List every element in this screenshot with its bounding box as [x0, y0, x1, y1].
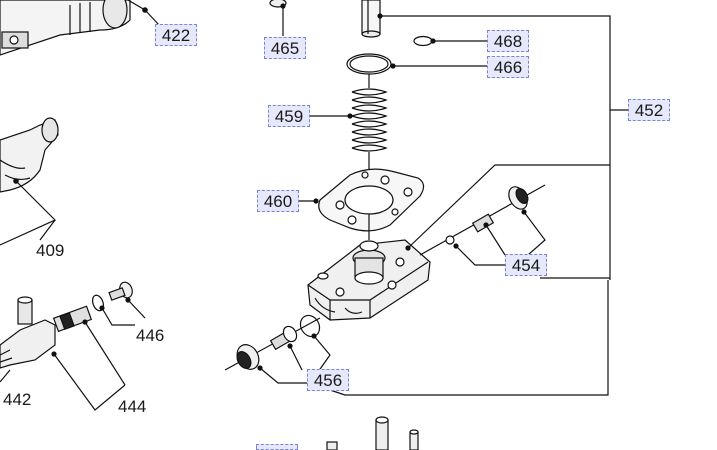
part-466-ring — [346, 53, 392, 75]
piston-rod — [361, 0, 381, 38]
part-454-spring — [471, 213, 495, 233]
callout-partial-bottom — [256, 444, 298, 450]
top-left-fitting — [0, 0, 131, 56]
part-446-oring — [91, 294, 105, 312]
part-456-washer — [282, 325, 298, 343]
valve-body — [307, 239, 431, 321]
label-442: 442 — [3, 390, 32, 409]
callout-422: 422 — [155, 24, 197, 46]
part-460-gasket — [318, 168, 425, 232]
callout-460: 460 — [257, 190, 299, 212]
callout-456: 456 — [307, 369, 349, 391]
part-442-fitting — [0, 296, 56, 369]
label-409: 409 — [36, 241, 65, 260]
bottom-parts — [326, 416, 419, 450]
part-454-plug — [508, 186, 529, 210]
callout-468: 468 — [487, 30, 529, 52]
part-446-screw — [108, 281, 133, 301]
part-468-oring — [413, 35, 433, 47]
label-446: 446 — [136, 326, 165, 345]
callout-465: 465 — [264, 37, 306, 59]
callout-466: 466 — [487, 56, 529, 78]
part-454-ball — [445, 235, 455, 245]
label-444: 444 — [118, 397, 147, 416]
part-409-valve — [0, 117, 59, 193]
part-444-rod — [52, 305, 93, 333]
callout-454: 454 — [505, 254, 547, 276]
part-456-oring — [299, 314, 321, 338]
part-459-spring — [351, 88, 388, 152]
part-456-cap — [236, 344, 260, 370]
callout-459: 459 — [268, 105, 310, 127]
callout-452: 452 — [628, 99, 670, 121]
